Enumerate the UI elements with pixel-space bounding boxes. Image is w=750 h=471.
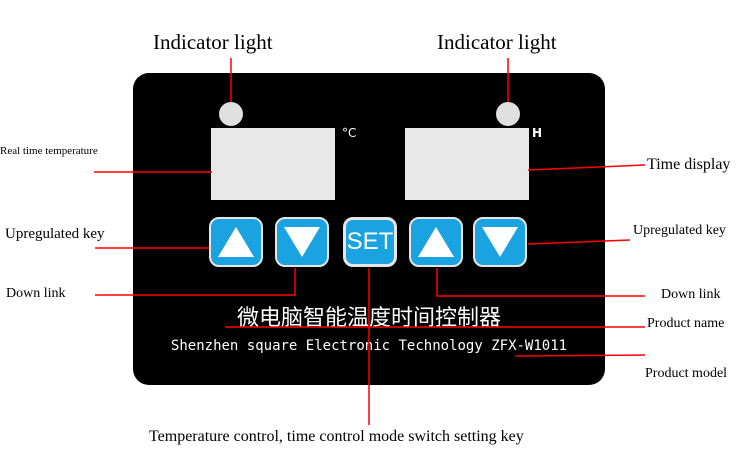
label-product-name: Product name [647, 316, 725, 331]
label-set-key: Temperature control, time control mode s… [149, 428, 524, 445]
label-indicator-left: Indicator light [153, 30, 273, 54]
temp-down-button[interactable] [275, 217, 329, 267]
indicator-light-left [219, 102, 243, 126]
label-down-left: Down link [6, 286, 66, 301]
time-down-button[interactable] [473, 217, 527, 267]
temp-up-button[interactable] [209, 217, 263, 267]
up-arrow-icon [418, 227, 454, 257]
temp-unit: °C [342, 126, 357, 140]
label-up-key-right: Upregulated key [633, 223, 726, 238]
set-button[interactable]: SET [343, 217, 397, 267]
indicator-light-right [496, 102, 520, 126]
label-product-model: Product model [645, 366, 728, 381]
label-indicator-right: Indicator light [437, 30, 557, 54]
temperature-display [211, 128, 335, 200]
down-arrow-icon [482, 227, 518, 257]
time-up-button[interactable] [409, 217, 463, 267]
label-down-right: Down link [661, 287, 721, 302]
label-up-key-left: Upregulated key [5, 226, 105, 242]
time-display [405, 128, 529, 200]
label-real-time-temperature: Real time temperature [0, 145, 98, 157]
set-label: SET [346, 228, 394, 255]
label-time-display: Time display [647, 156, 731, 173]
time-unit: H [532, 126, 543, 140]
up-arrow-icon [218, 227, 254, 257]
down-arrow-icon [284, 227, 320, 257]
